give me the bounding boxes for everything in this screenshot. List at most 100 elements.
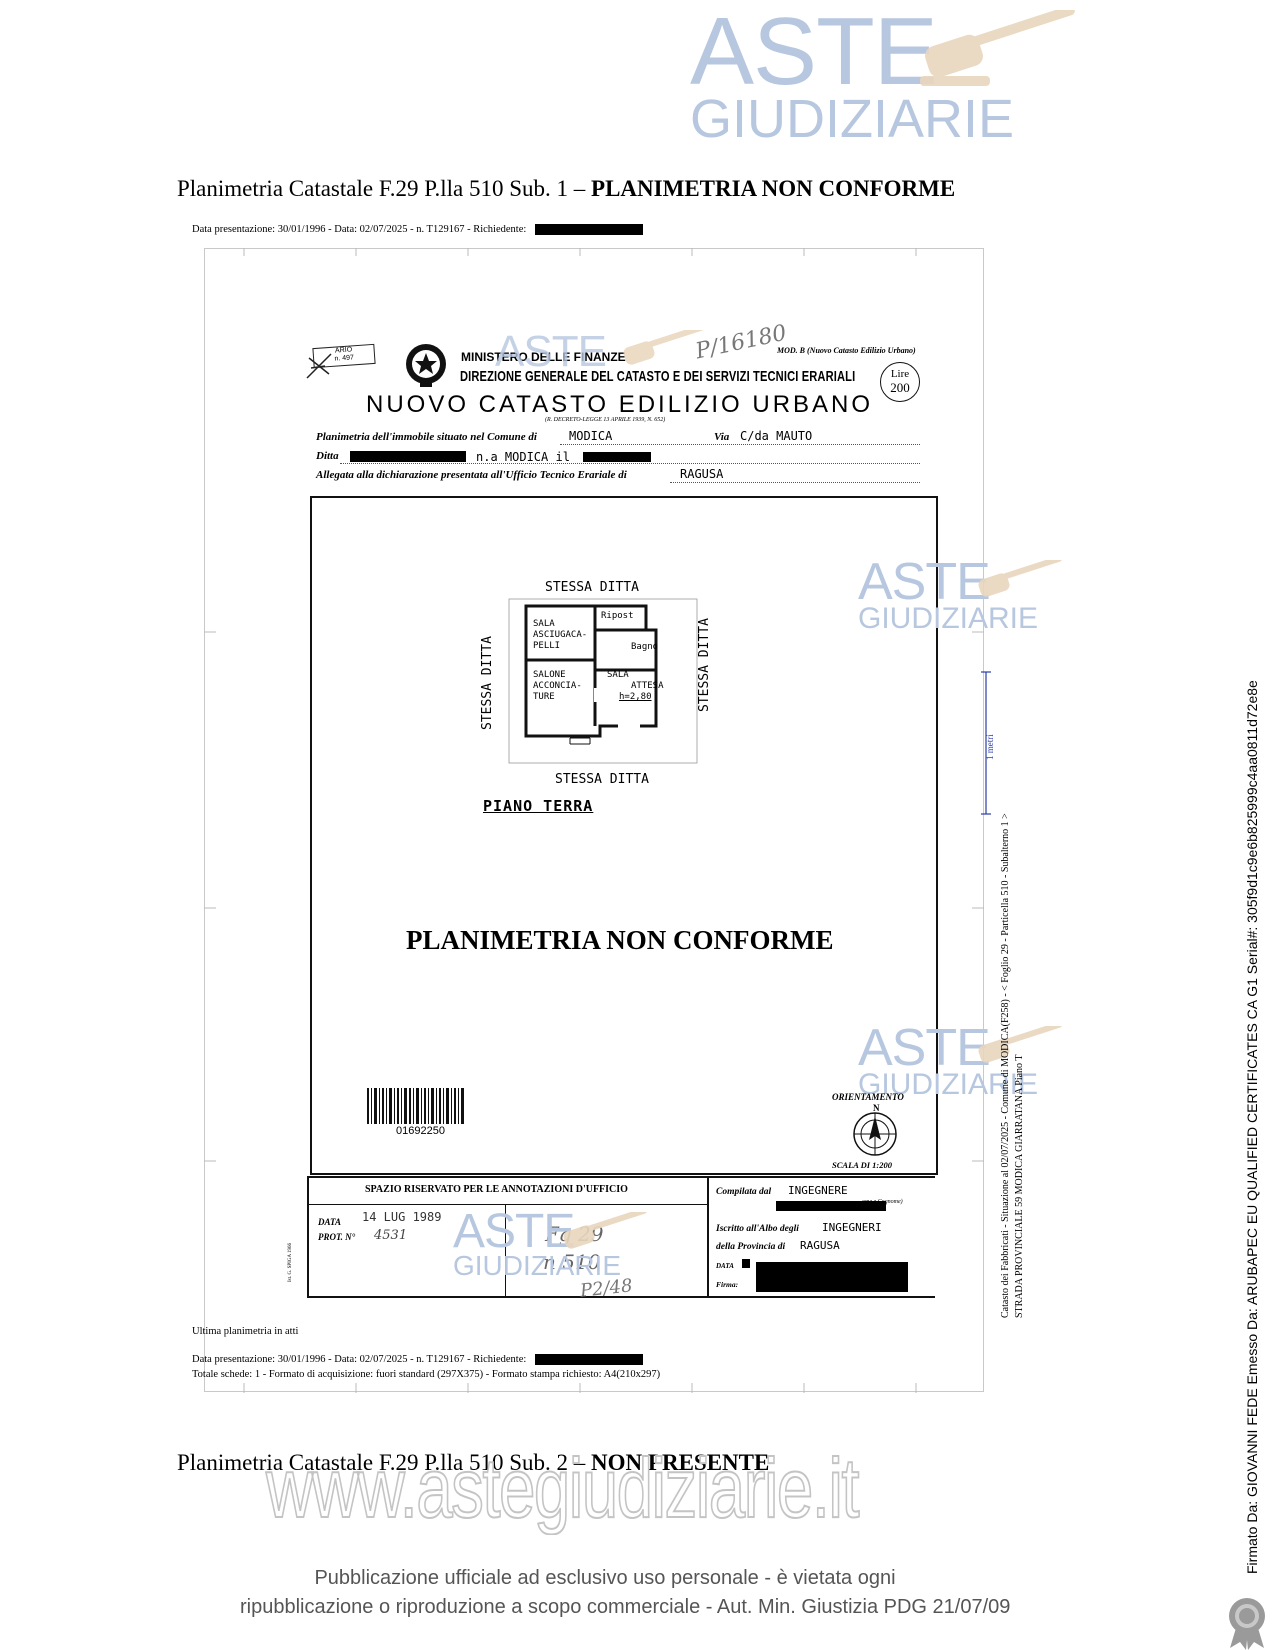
room-line: ATTESA xyxy=(631,681,664,691)
row2-underline xyxy=(340,463,920,464)
gavel-icon xyxy=(978,560,1063,597)
ufficio-value: RAGUSA xyxy=(680,467,724,481)
province-label: della Provincia di xyxy=(716,1242,786,1252)
barcode-number: 01692250 xyxy=(396,1125,445,1137)
room-salone: SALONE ACCONCIA- TURE xyxy=(533,670,582,703)
reserved-annotations-box: SPAZIO RISERVATO PER LE ANNOTAZIONI D'UF… xyxy=(307,1176,709,1298)
prot-value: 4531 xyxy=(374,1228,408,1243)
watermark-line2: GIUDIZIARIE xyxy=(453,1250,622,1281)
registry-label: Iscritto all'Albo degli xyxy=(716,1224,799,1234)
reserved-title: SPAZIO RISERVATO PER LE ANNOTAZIONI D'UF… xyxy=(365,1184,628,1195)
redaction-box xyxy=(534,224,643,236)
province-value: RAGUSA xyxy=(800,1239,840,1252)
data-value: 14 LUG 1989 xyxy=(362,1210,442,1224)
room-sala-attesa: SALA ATTESA h=2,80 xyxy=(607,670,664,703)
data-label: DATA xyxy=(318,1217,342,1227)
row3-underline xyxy=(670,482,920,483)
gavel-icon xyxy=(920,10,1075,86)
decree-label: (R. DECRETO-LEGGE 13 APRILE 1939, N. 652… xyxy=(545,417,666,423)
sheet-top-meta: Data presentazione: 30/01/1996 - Data: 0… xyxy=(192,224,643,236)
watermark-line1: ASTE xyxy=(858,553,991,611)
signature-label: Firma: xyxy=(716,1280,739,1289)
watermark-line1: ASTE xyxy=(690,0,938,105)
floor-plan-drawing xyxy=(508,598,698,764)
ditta-value: n.a MODICA il xyxy=(476,450,570,464)
room-line: PELLI xyxy=(533,641,561,651)
room-line: Ripost xyxy=(601,611,634,621)
direction-title: DIREZIONE GENERALE DEL CATASTO E DEI SER… xyxy=(460,368,856,385)
plan-label-right: STESSA DITTA xyxy=(697,618,712,712)
ministry-title: MINISTERO DELLE FINANZE xyxy=(461,350,626,364)
site-watermark: www.astegiudiziarie.it xyxy=(265,1440,860,1536)
watermark-line2: GIUDIZIARIE xyxy=(858,602,1039,635)
sheet-bottom-meta-text: Data presentazione: 30/01/1996 - Data: 0… xyxy=(192,1354,527,1365)
watermark-line2: GIUDIZIARIE xyxy=(690,89,1015,149)
stamp-value-line2: 200 xyxy=(890,380,910,395)
room-line: TURE xyxy=(533,692,555,702)
room-line: SALONE xyxy=(533,670,566,680)
orientation-label: ORIENTAMENTO xyxy=(832,1092,904,1102)
sheet-ticks xyxy=(204,248,984,1393)
redaction-box xyxy=(583,452,651,462)
compiled-by-value: INGEGNERE xyxy=(788,1184,848,1197)
prot-label: PROT. N° xyxy=(318,1232,356,1242)
scanned-sheet xyxy=(204,248,984,1392)
compiled-by-box xyxy=(705,1176,935,1298)
gavel-icon xyxy=(623,330,708,365)
registry-value: INGEGNERI xyxy=(822,1221,882,1234)
plan-label-bottom: STESSA DITTA xyxy=(555,772,649,787)
reserved-divider xyxy=(505,1204,506,1296)
model-label: MOD. B (Nuovo Catasto Edilizio Urbano) xyxy=(777,346,916,355)
comune-value: MODICA xyxy=(569,429,613,443)
catasto-title: NUOVO CATASTO EDILIZIO URBANO xyxy=(366,391,874,418)
ditta-label: Ditta xyxy=(316,450,339,462)
ufficio-label: Allegata alla dichiarazione presentata a… xyxy=(316,469,627,481)
comune-label: Planimetria dell'immobile situato nel Co… xyxy=(316,431,537,443)
heading-sub1-prefix: Planimetria Catastale F.29 P.lla 510 Sub… xyxy=(177,176,592,201)
gavel-icon xyxy=(978,1026,1063,1063)
watermark-logo-sheet: ASTE xyxy=(495,330,607,374)
heading-sub2-prefix: Planimetria Catastale F.29 P.lla 510 Sub… xyxy=(177,1450,592,1475)
redaction-box xyxy=(350,451,466,462)
emblem-icon xyxy=(406,344,446,387)
room-ripostiglio: Ripost xyxy=(601,611,634,622)
sheet-format-meta: Totale schede: 1 - Formato di acquisizio… xyxy=(192,1369,661,1380)
side-info-1: Catasto dei Fabbricati - Situazione al 0… xyxy=(1000,813,1011,1318)
plan-label-left: STESSA DITTA xyxy=(480,636,495,730)
row1-underline xyxy=(560,444,920,445)
seal-icon xyxy=(1229,1598,1265,1650)
room-line: ASCIUGACA- xyxy=(533,630,588,640)
room-line: Bagno xyxy=(631,642,659,652)
plan-label-top: STESSA DITTA xyxy=(545,580,639,595)
publication-line2: ripubblicazione o riproduzione a scopo c… xyxy=(240,1596,1011,1618)
reserved-title-row xyxy=(309,1178,707,1205)
heading-sub2-status: NON PRESENTE xyxy=(591,1450,770,1475)
stamp-scribble xyxy=(306,353,332,379)
heading-sub2: Planimetria Catastale F.29 P.lla 510 Sub… xyxy=(177,1450,769,1476)
redaction-box xyxy=(742,1259,750,1268)
via-label: Via xyxy=(714,431,730,443)
redaction-box xyxy=(534,1354,643,1366)
side-ruler-label: 1 metri xyxy=(985,734,995,760)
compiled-name-suffix: ome e Cognome) xyxy=(862,1199,903,1205)
redaction-box xyxy=(756,1262,908,1292)
north-label: N xyxy=(873,1103,880,1113)
handwritten-particella: n 510 xyxy=(543,1250,601,1274)
room-line: SALA xyxy=(533,619,555,629)
heading-sub1: Planimetria Catastale F.29 P.lla 510 Sub… xyxy=(177,176,955,202)
non-conforme-label: PLANIMETRIA NON CONFORME xyxy=(406,925,834,955)
room-bagno: Bagno xyxy=(631,642,658,653)
room-line: h=2,80 xyxy=(619,692,652,702)
watermark-line1: ASTE xyxy=(858,1019,991,1077)
watermark-line2: GIUDIZIARIE xyxy=(858,1068,1039,1101)
watermark-logo-mid: ASTE GIUDIZIARIE xyxy=(858,556,1038,634)
compiled-by-label: Compilata dal xyxy=(716,1187,772,1197)
publication-notice: Pubblicazione ufficiale ad esclusivo uso… xyxy=(240,1567,1011,1619)
compiled-date-label: DATA xyxy=(716,1262,734,1270)
watermark-logo-low: ASTE GIUDIZIARIE xyxy=(858,1022,1038,1100)
watermark-logo-top: ASTE GIUDIZIARIE xyxy=(690,0,1015,149)
reserved-side-code: Ist. G. SPIGA 1966 xyxy=(288,1242,293,1282)
stamp-value-line1: Lire xyxy=(890,368,910,380)
redaction-box xyxy=(776,1201,886,1211)
watermark-line1: ASTE xyxy=(453,1205,575,1258)
